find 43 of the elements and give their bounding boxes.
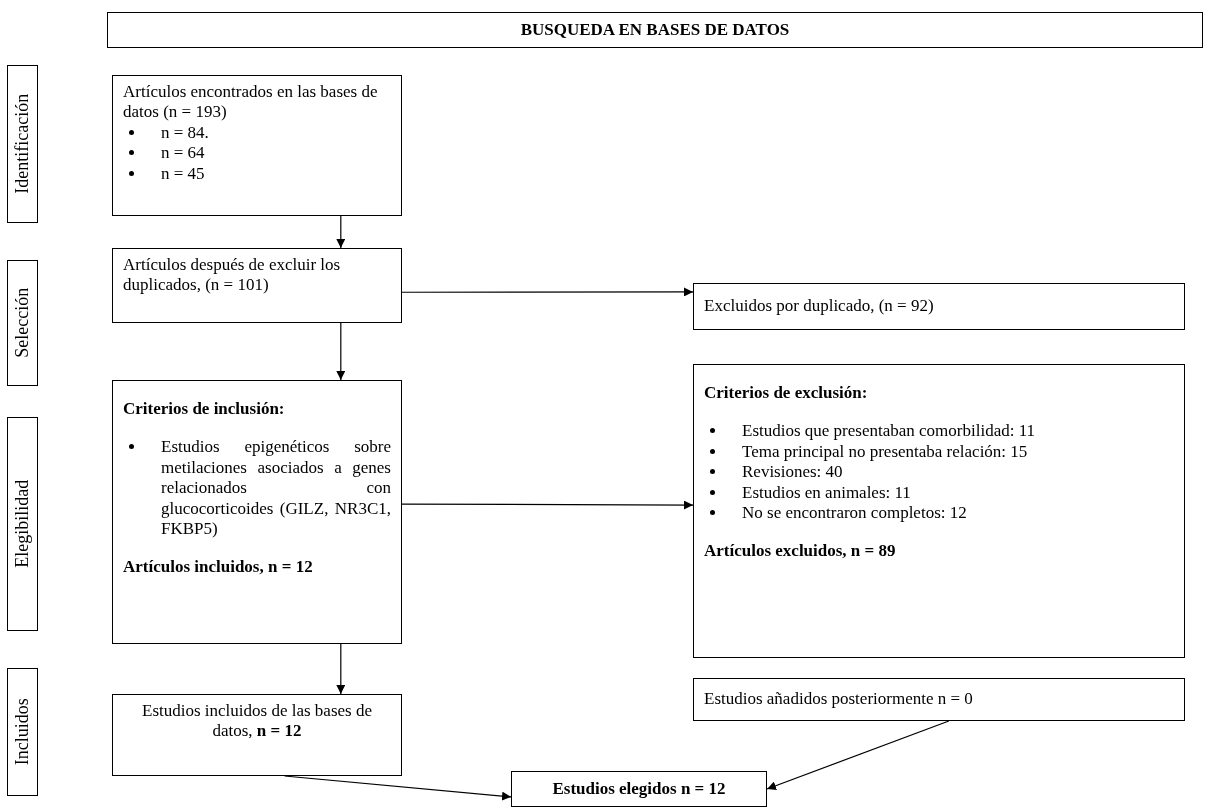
box-heading: Criterios de exclusión: (704, 383, 869, 404)
stage-label-box (7, 417, 38, 631)
box-heading: Artículos excluidos, n = 89 (704, 541, 897, 562)
bullet-item: No se encontraron completos: 12 (704, 502, 1174, 524)
box-text: Estudios añadidos posteriormente n = 0 (704, 689, 974, 710)
arrow (336, 322, 346, 381)
stage-label: Elegibilidad (11, 480, 33, 568)
stage-label-box (7, 668, 38, 796)
header-box (107, 12, 1203, 48)
process-box (112, 75, 402, 216)
box-text: Artículos encontrados en las bases de datos (n = 193) (123, 82, 379, 123)
arrow (401, 287, 694, 297)
bullet-item: Revisiones: 40 (704, 462, 1174, 483)
stage-label: Identificación (11, 94, 33, 194)
bullet-item: n = 45 (123, 163, 391, 184)
bullet-item: Estudios que presentaban comorbilidad: 11 (704, 421, 1174, 442)
bullet-item: Estudios en animales: 11 (704, 482, 1174, 503)
stage-label: Selección (11, 288, 33, 358)
process-box (511, 771, 767, 807)
process-box (112, 248, 402, 323)
bullet-item: Estudios epigenéticos sobre metilaciones asociados a genes relacionados con glucocorticoides (GILZ, NR3C1, FKBP5) (123, 437, 391, 540)
bullet-item: n = 64 (123, 143, 391, 164)
box-text: Excluidos por duplicado, (n = 92) (704, 296, 935, 317)
stage-label-box (7, 65, 38, 223)
arrow (401, 500, 694, 510)
stage-label-box (7, 260, 38, 386)
bullet-item: Tema principal no presentaba relación: 15 (704, 441, 1174, 463)
process-box (693, 678, 1185, 721)
process-box (112, 694, 402, 776)
stage-label: Incluidos (11, 698, 33, 766)
box-heading: Artículos incluidos, n = 12 (123, 557, 314, 578)
arrow (766, 720, 950, 791)
arrow (336, 643, 346, 695)
process-box (112, 380, 402, 644)
bullet-item: n = 84. (123, 122, 391, 144)
arrow (336, 215, 346, 249)
box-heading: Estudios elegidos n = 12 (551, 778, 727, 800)
box-text: Estudios incluidos de las bases de datos, n = 12 (141, 701, 373, 742)
process-box (693, 283, 1185, 330)
process-box (693, 364, 1185, 658)
header-title: BUSQUEDA EN BASES DE DATOS (520, 19, 790, 41)
box-text: Artículos después de excluir los duplicados, (n = 101) (123, 255, 342, 296)
box-heading: Criterios de inclusión: (123, 399, 286, 420)
